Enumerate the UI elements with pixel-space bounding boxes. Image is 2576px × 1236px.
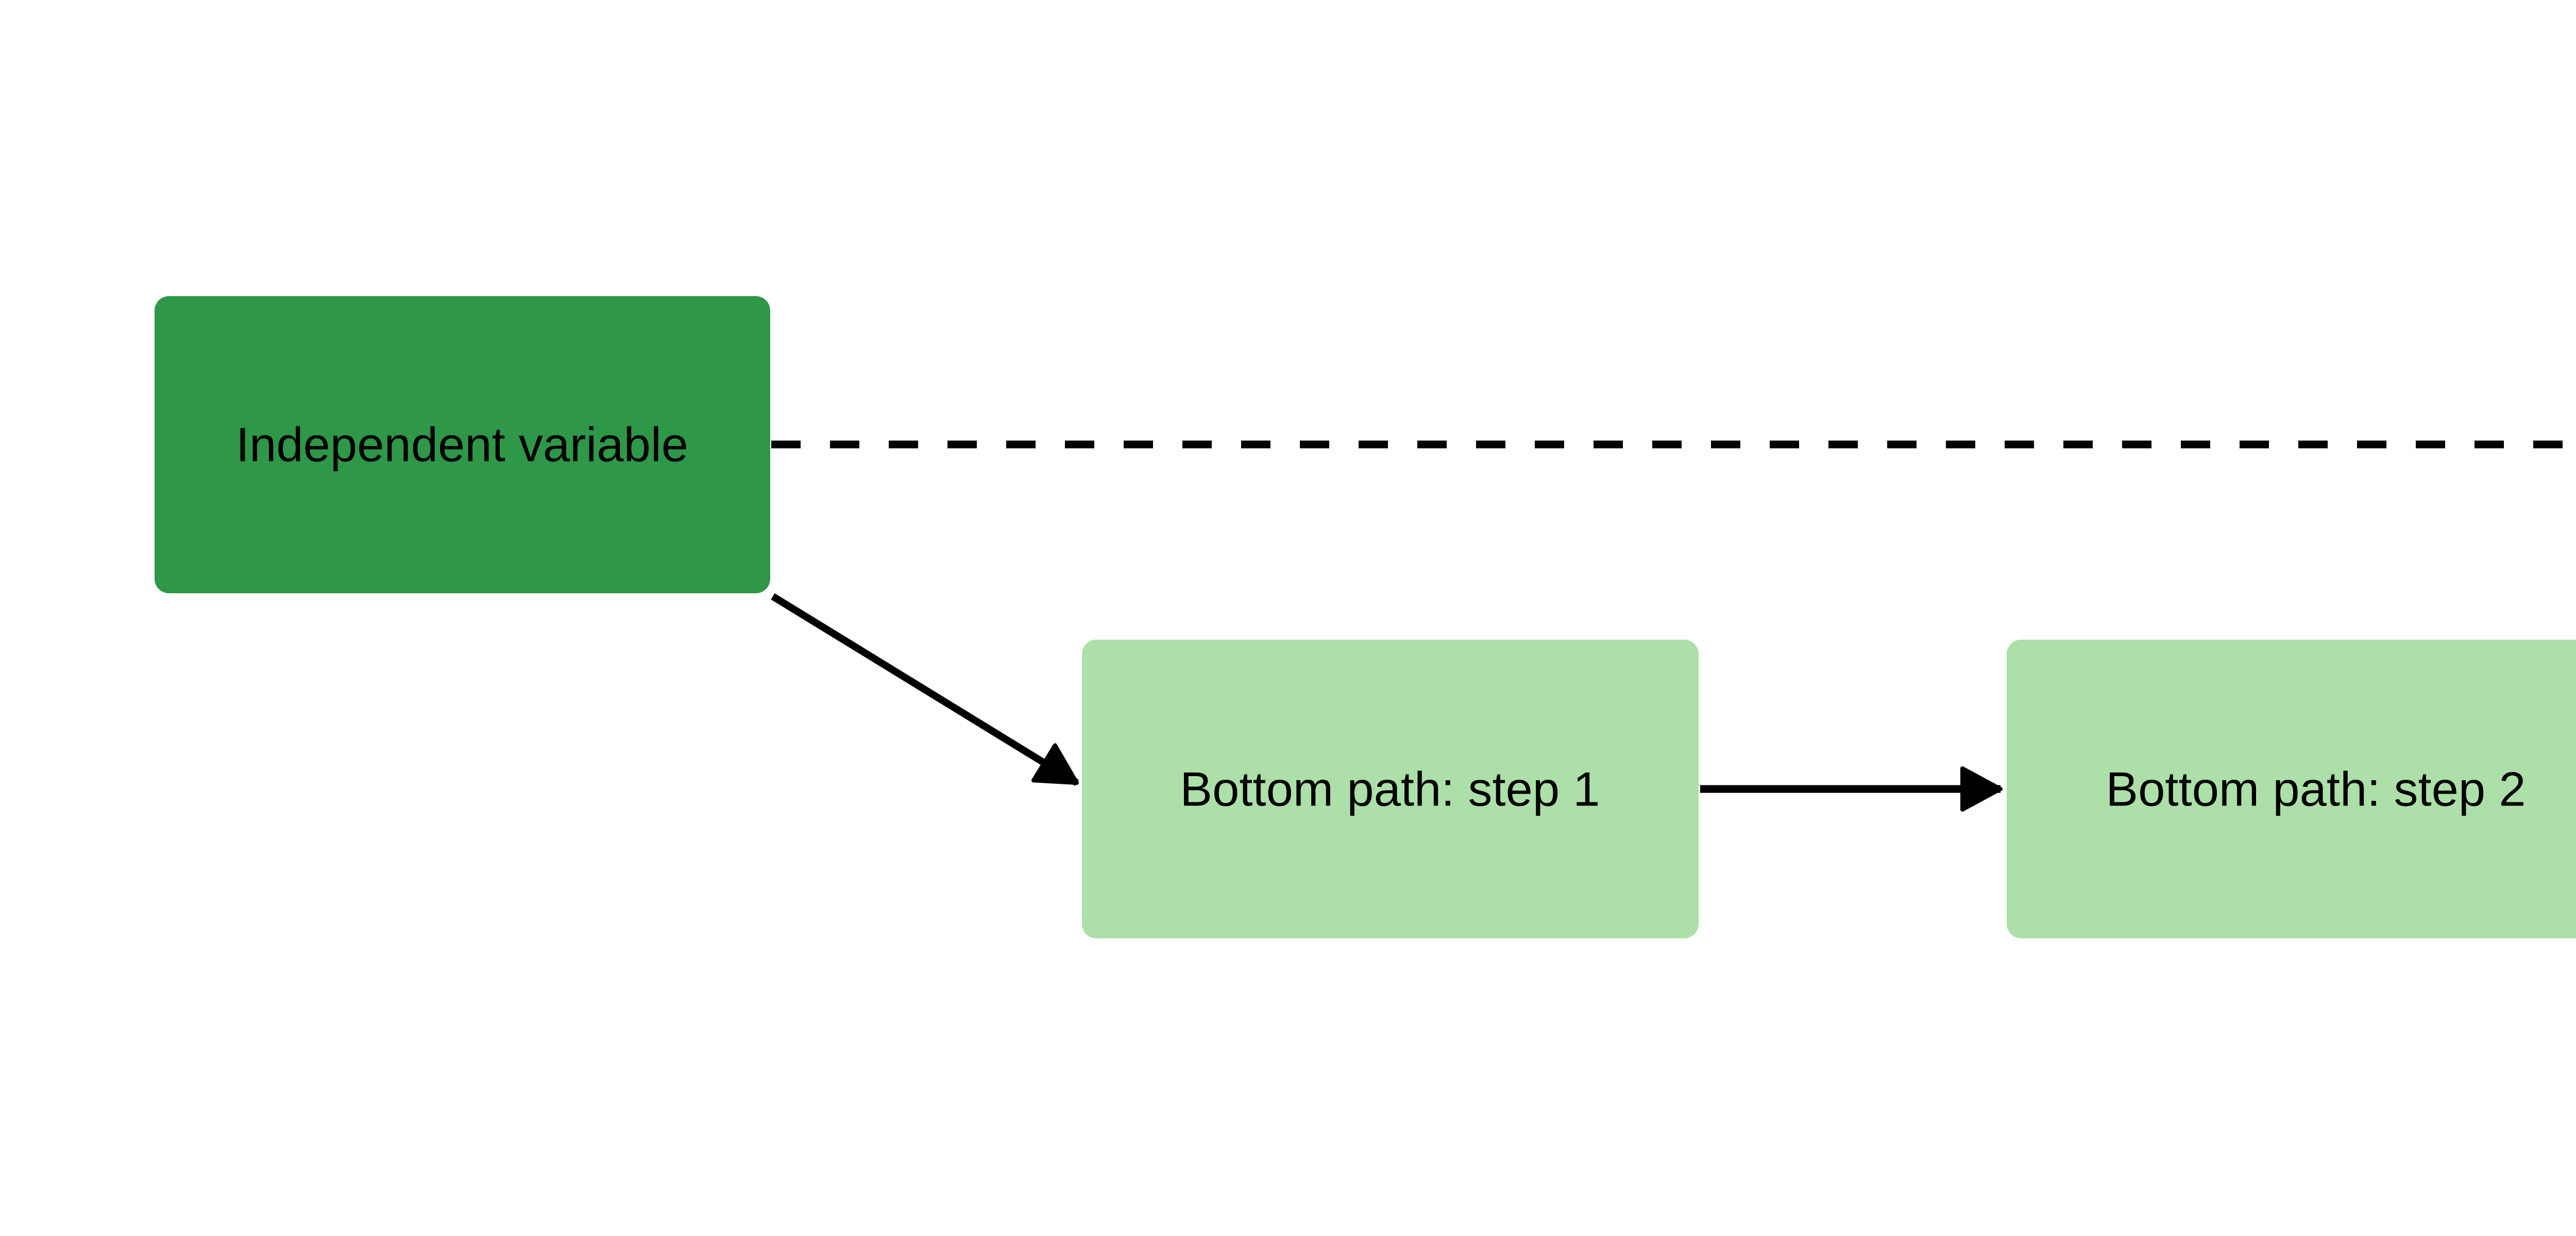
node-bottom-path-step-2: Bottom path: step 2 bbox=[2007, 640, 2576, 938]
node-bottom-path-step-1-box bbox=[1082, 640, 1699, 938]
edge-independent-to-step1 bbox=[771, 593, 1079, 786]
node-independent-variable: Independent variable bbox=[155, 296, 770, 593]
node-bottom-path-step-2-label: Bottom path: step 2 bbox=[2106, 762, 2526, 816]
node-bottom-path-step-1-label: Bottom path: step 1 bbox=[1180, 762, 1600, 816]
node-bottom-path-step-2-box bbox=[2007, 640, 2576, 938]
node-independent-variable-label: Independent variable bbox=[236, 418, 688, 472]
node-independent-variable-box bbox=[155, 296, 770, 593]
node-bottom-path-step-1: Bottom path: step 1 bbox=[1082, 640, 1699, 938]
